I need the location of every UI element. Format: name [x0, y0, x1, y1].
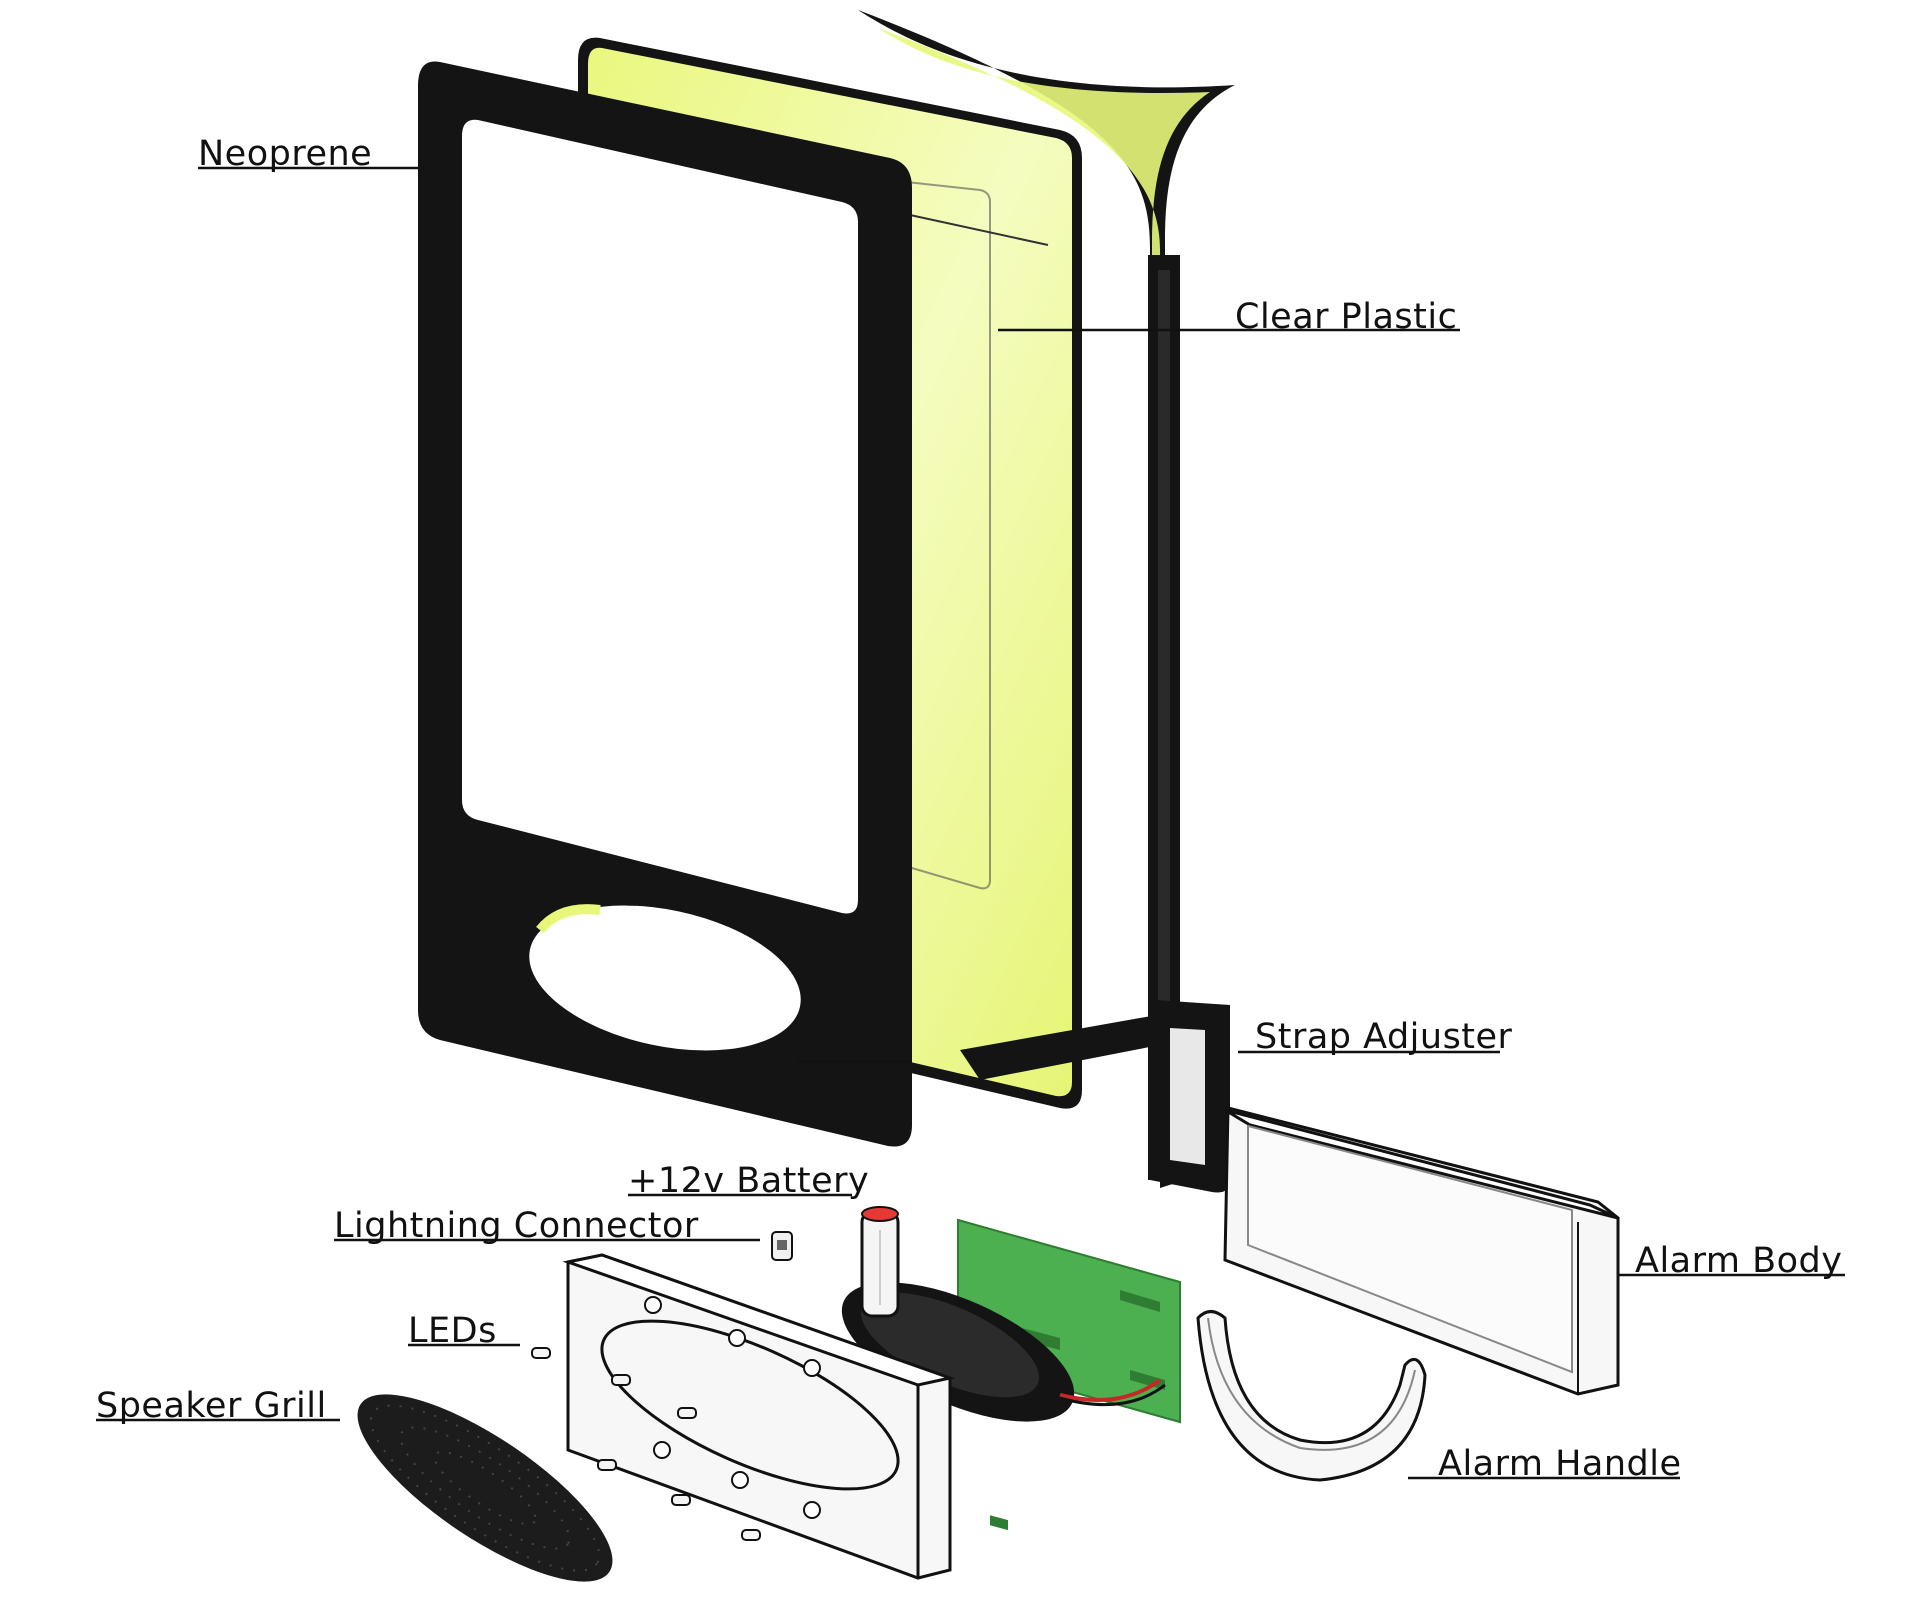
back-curved-panel: [858, 10, 1235, 1180]
led-components: [531, 1347, 761, 1541]
battery-cell: [860, 1206, 900, 1318]
label-clear-plastic: Clear Plastic: [1235, 297, 1457, 337]
alarm-body-housing: [1223, 1106, 1620, 1396]
speaker-disc: [841, 1282, 1166, 1422]
label-alarm-handle: Alarm Handle: [1438, 1444, 1682, 1484]
alarm-handle: [1196, 1310, 1427, 1482]
label-leds: LEDs: [408, 1311, 497, 1351]
leader-lines: [96, 166, 1845, 1480]
speaker-grill-part: [357, 1394, 613, 1582]
label-battery: +12v Battery: [628, 1161, 869, 1201]
lightning-connector-part: [771, 1231, 793, 1261]
strap-adjuster: [960, 1000, 1230, 1193]
label-neoprene: Neoprene: [198, 134, 372, 174]
label-strap-adjuster: Strap Adjuster: [1255, 1017, 1513, 1057]
led-housing: [562, 1253, 956, 1580]
label-lightning-connector: Lightning Connector: [334, 1206, 699, 1246]
neoprene-frame: [418, 61, 912, 1147]
label-speaker-grill: Speaker Grill: [96, 1386, 327, 1426]
label-alarm-body: Alarm Body: [1635, 1241, 1842, 1281]
